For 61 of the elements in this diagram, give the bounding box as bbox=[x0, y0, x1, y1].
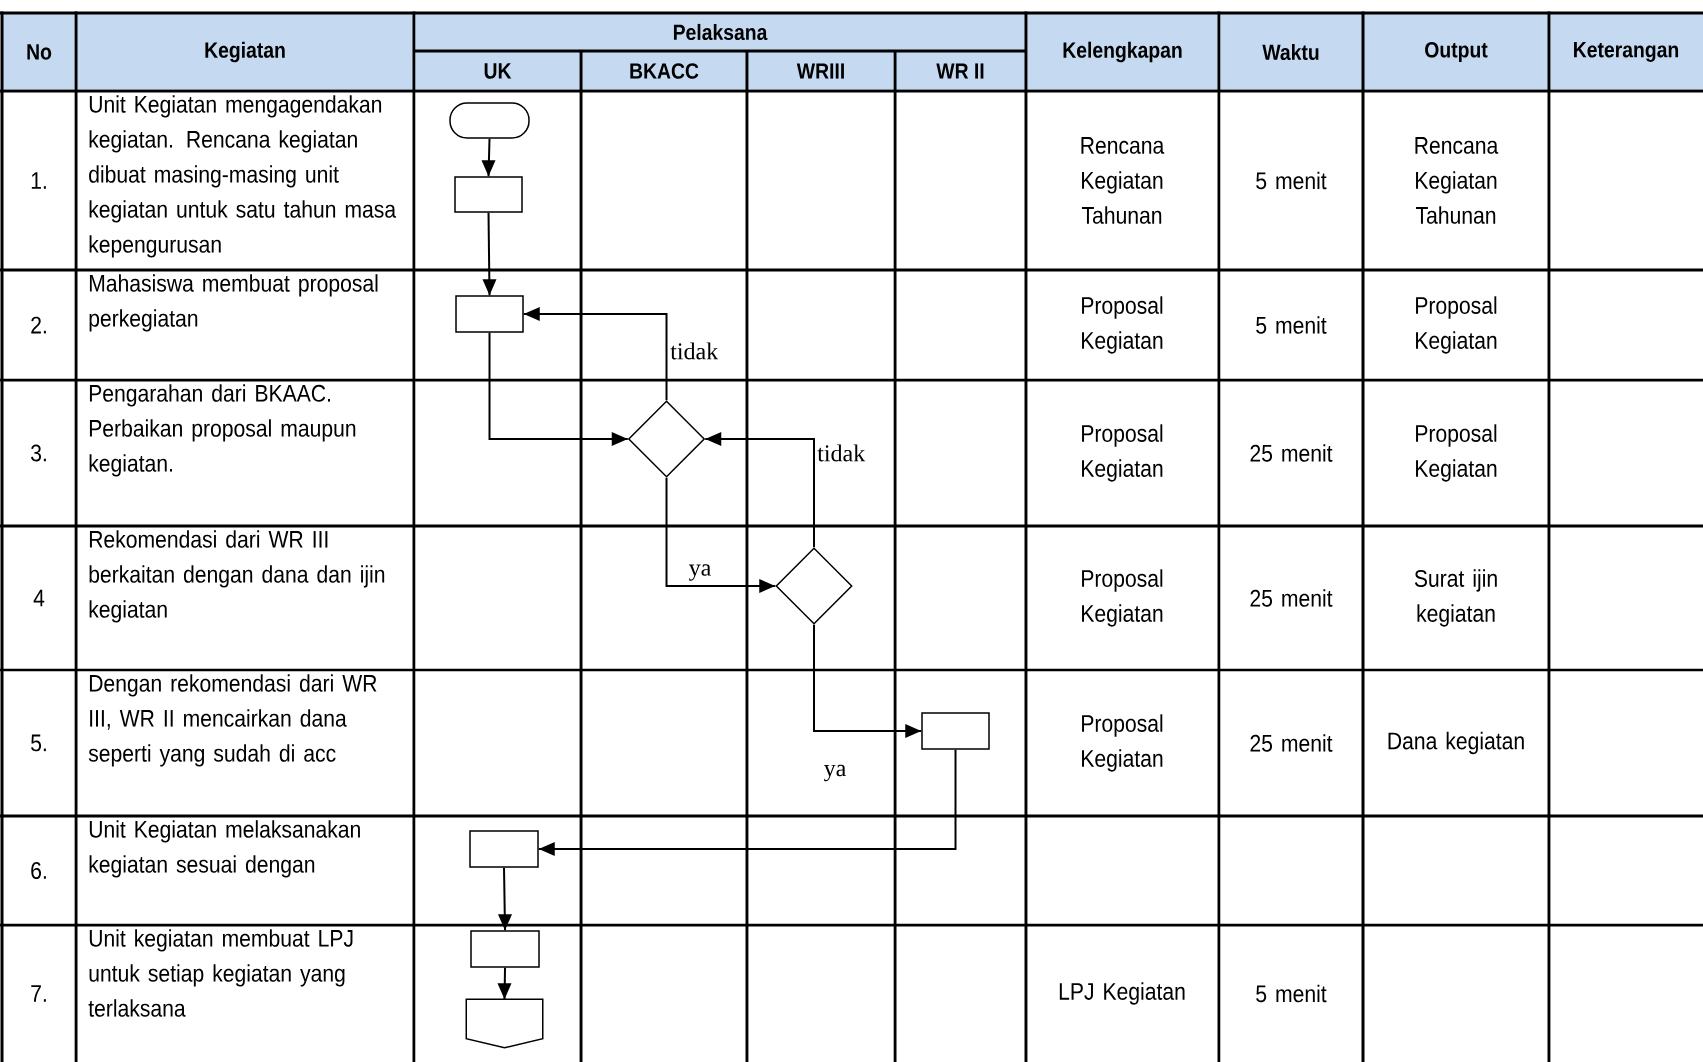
requirement-text: Proposal Kegiatan bbox=[1082, 424, 1163, 482]
requirement-text: Proposal Kegiatan bbox=[1082, 569, 1163, 627]
edge-label: ya bbox=[687, 563, 713, 582]
step-description: Unit Kegiatan melaksanakan kegiatan sesuai dengan bbox=[89, 820, 360, 878]
step-description: Unit Kegiatan mengagendakan kegiatan. Rencana kegiatan dibuat masing-masing unit kegiatan untuk satu tahun masa kepengurusan bbox=[89, 95, 397, 258]
edge-label: tidak bbox=[816, 443, 867, 463]
arrow bbox=[481, 137, 496, 178]
requirement-text: Proposal Kegiatan bbox=[1082, 296, 1163, 354]
output-text: Surat ijin kegiatan bbox=[1414, 569, 1497, 627]
header-cell: UK bbox=[414, 51, 581, 91]
arrow bbox=[704, 432, 815, 549]
step-number: 6. bbox=[31, 862, 46, 879]
step-number: 1. bbox=[31, 172, 46, 189]
header-cell: WR II bbox=[895, 51, 1026, 91]
step-number: 2. bbox=[31, 316, 46, 334]
arrow bbox=[488, 331, 629, 446]
header-cell: No bbox=[2, 13, 76, 91]
arrow bbox=[522, 307, 668, 402]
requirement-text: LPJ Kegiatan bbox=[1059, 982, 1185, 1005]
duration-text: 5 menit bbox=[1256, 984, 1327, 1003]
process-box bbox=[455, 295, 524, 333]
step-description: Rekomendasi dari WR III berkaitan dengan dana dan ijin kegiatan bbox=[89, 530, 385, 623]
header-cell: Keterangan bbox=[1549, 13, 1703, 91]
step-number: 3. bbox=[31, 444, 46, 462]
arrow bbox=[813, 623, 923, 738]
requirement-text: Proposal Kegiatan bbox=[1082, 714, 1163, 772]
decision-diamond bbox=[775, 547, 853, 625]
process-box bbox=[921, 712, 990, 750]
header-cell: BKACC bbox=[581, 51, 747, 91]
duration-text: 25 menit bbox=[1250, 734, 1333, 752]
requirement-text: Rencana Kegiatan Tahunan bbox=[1081, 137, 1165, 224]
arrow bbox=[537, 748, 957, 856]
arrow bbox=[665, 476, 777, 593]
header-cell: Waktu bbox=[1219, 13, 1363, 91]
arrow bbox=[497, 966, 512, 1001]
step-description: Pengarahan dari BKAAC. Perbaikan proposal maupun kegiatan. bbox=[89, 384, 356, 477]
step-description: Dengan rekomendasi dari WR III, WR II mencairkan dana seperti yang sudah di acc bbox=[88, 674, 377, 767]
process-box bbox=[469, 830, 539, 868]
edge-label: tidak bbox=[669, 341, 720, 361]
step-description: Mahasiswa membuat proposal perkegiatan bbox=[89, 274, 378, 332]
duration-text: 5 menit bbox=[1256, 171, 1327, 190]
process-box bbox=[470, 930, 540, 968]
header-cell: WRIII bbox=[747, 51, 895, 91]
step-description: Unit kegiatan membuat LPJ untuk setiap kegiatan yang terlaksana bbox=[88, 929, 353, 1017]
terminator-shape bbox=[449, 102, 530, 139]
arrow bbox=[482, 211, 497, 297]
duration-text: 5 menit bbox=[1256, 316, 1327, 334]
duration-text: 25 menit bbox=[1250, 444, 1333, 462]
header-cell: Output bbox=[1363, 13, 1549, 91]
off-page-connector bbox=[465, 998, 544, 1049]
output-text: Proposal Kegiatan bbox=[1416, 424, 1497, 482]
step-number: 4 bbox=[33, 589, 45, 607]
duration-text: 25 menit bbox=[1250, 589, 1333, 607]
output-text: Rencana Kegiatan Tahunan bbox=[1415, 137, 1499, 224]
output-text: Proposal Kegiatan bbox=[1416, 296, 1497, 354]
output-text: Dana kegiatan bbox=[1388, 731, 1524, 755]
process-box bbox=[454, 176, 523, 213]
step-number: 7. bbox=[31, 985, 46, 1002]
arrow bbox=[498, 866, 512, 932]
edge-label: ya bbox=[822, 763, 848, 783]
step-number: 5. bbox=[31, 734, 46, 752]
